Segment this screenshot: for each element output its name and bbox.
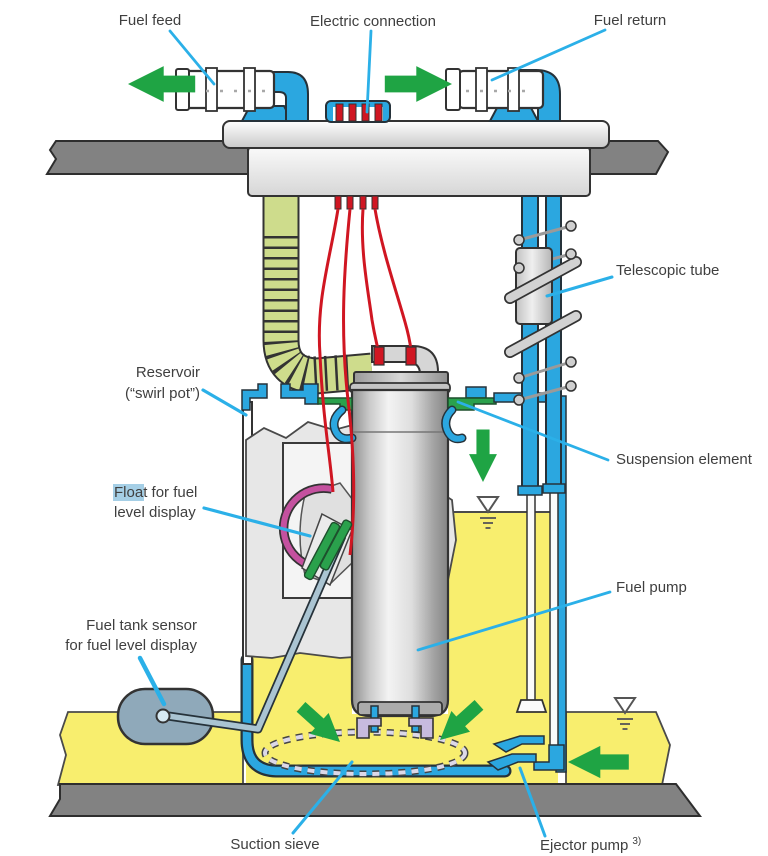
spring (504, 220, 582, 406)
level-symbol-inner (476, 496, 500, 529)
return-collar2 (507, 67, 520, 112)
fuel-return-fitting (445, 67, 561, 122)
float-arm (167, 534, 345, 732)
telescopic-lip-right (542, 483, 566, 494)
tank-floor (48, 783, 702, 817)
return-collar1 (475, 67, 488, 112)
telescopic-tube-assembly (504, 195, 582, 753)
spring-thick-coils (504, 256, 582, 358)
label-float-line1: Float for fuel (114, 484, 197, 501)
flange (222, 120, 610, 197)
leader-suction-sieve (291, 760, 354, 835)
pump-terminal-1 (373, 346, 385, 366)
tank-ceiling-left (45, 140, 249, 175)
label-suspension-element: Suspension element (616, 451, 753, 468)
connector-cavity (333, 107, 383, 121)
label-tank-sensor-line2: for fuel level display (65, 637, 197, 654)
float-label-highlight (113, 484, 144, 501)
wire-to-pump-1 (360, 208, 380, 351)
leader-tank-sensor (137, 655, 167, 707)
float-pivot (155, 708, 171, 724)
telescopic-outer-right (545, 195, 562, 491)
rim-clip-2 (280, 383, 319, 405)
wiring-harness (317, 208, 413, 556)
arrow-fuel-return-in (384, 66, 452, 102)
pump-terminal-2 (405, 346, 417, 366)
ejector-pump-footnote: 3) (632, 836, 641, 847)
tank-ceiling (45, 140, 670, 175)
label-fuel-feed: Fuel feed (119, 12, 182, 29)
bellows-hose (262, 196, 374, 395)
telescopic-inner-left (526, 491, 536, 703)
foot-left (356, 717, 382, 739)
pump-body (350, 388, 450, 718)
label-telescopic-tube: Telescopic tube (616, 262, 719, 279)
flange-body (247, 146, 591, 197)
label-reservoir-line1: Reservoir (136, 364, 200, 381)
leader-fuel-pump (416, 590, 612, 652)
wire-to-sensor-2 (342, 208, 356, 556)
feed-barb (180, 69, 276, 110)
fuel-level-symbols (476, 496, 637, 730)
float-assembly (116, 519, 353, 746)
connector-pins (335, 103, 383, 122)
wire-terminals-under-flange (334, 195, 379, 210)
feed-elbow (265, 71, 309, 122)
suspension-hook-left (331, 407, 355, 442)
float-rest-text: t for fuel (143, 484, 197, 501)
wiper-bar-2 (319, 519, 353, 571)
feed-collar1 (205, 67, 218, 112)
telescopic-lip-left (517, 485, 543, 496)
suspension-hook-right (442, 407, 465, 442)
module-bottom-pipe (242, 655, 510, 776)
labels: Fuel feed Electric connection Fuel retur… (65, 12, 752, 854)
leader-electric-connection (365, 29, 373, 114)
return-end-ring (445, 68, 461, 111)
electric-connector (325, 100, 391, 210)
rim-clip-1 (241, 383, 268, 411)
wire-to-sensor-1 (317, 208, 340, 493)
suction-mouth (515, 699, 548, 713)
label-fuel-pump: Fuel pump (616, 579, 687, 596)
label-reservoir-line2: (“swirl pot”) (125, 385, 200, 402)
fuel-pump-assembly (349, 345, 451, 718)
leader-fuel-return (490, 28, 607, 82)
reservoir-fuel (246, 648, 352, 785)
leader-reservoir (201, 388, 248, 417)
leader-fuel-feed (168, 29, 216, 86)
arrow-down-into-module (469, 429, 497, 482)
rim-cap-right (465, 386, 487, 399)
level-symbol-outer (613, 697, 637, 730)
wire-to-pump-2 (373, 208, 413, 351)
ejector-return-elbow (533, 744, 565, 771)
outer-fuel-right (565, 711, 671, 786)
label-tank-sensor-line1: Fuel tank sensor (86, 617, 197, 634)
float-highlighted-text: Floa (114, 484, 144, 501)
fuel-feed-fitting (175, 67, 309, 122)
foot-right (408, 717, 434, 739)
ejector-nozzle-upper (492, 735, 545, 753)
label-ejector-pump: Ejector pump 3) (540, 836, 641, 854)
flange-plate (222, 120, 610, 149)
leader-telescopic-tube (545, 275, 614, 298)
label-suction-sieve: Suction sieve (230, 836, 319, 853)
telescopic-inner-right (549, 489, 559, 753)
ejector-nozzle-lower (486, 753, 537, 771)
label-float-line2: level display (114, 504, 196, 521)
pump-base (357, 701, 443, 716)
leader-ejector-pump (518, 766, 547, 838)
leader-float (202, 506, 312, 538)
ejector-pump-text: Ejector pump (540, 837, 628, 854)
spring-knobs (513, 220, 577, 406)
ejector-pump-assembly (486, 735, 565, 771)
leader-suspension-element (456, 400, 610, 462)
label-fuel-return: Fuel return (594, 12, 667, 29)
leader-lines (137, 28, 614, 838)
feed-collar2 (243, 67, 256, 112)
pump-feet (356, 705, 434, 739)
label-electric-connection: Electric connection (310, 13, 436, 30)
